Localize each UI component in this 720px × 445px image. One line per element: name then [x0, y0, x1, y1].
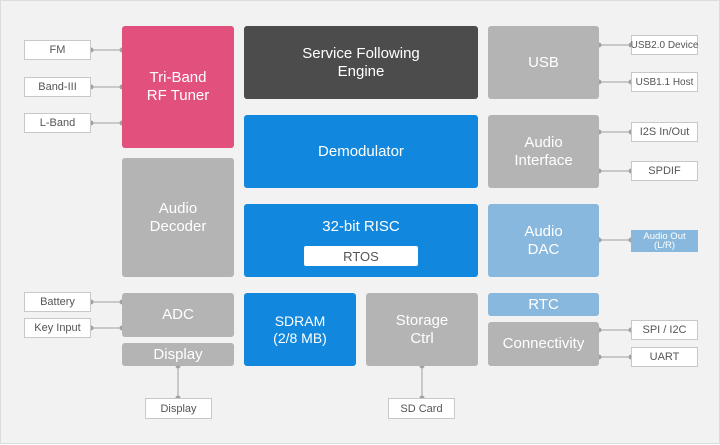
- port-usb2-device-label: USB2.0 Device: [630, 39, 699, 51]
- audio-interface-label: Audio Interface: [514, 133, 573, 169]
- usb-label: USB: [528, 53, 559, 71]
- port-spi-i2c: SPI / I2C: [631, 320, 698, 340]
- adc-label: ADC: [162, 306, 194, 323]
- service-following-engine-block: Service Following Engine: [244, 26, 478, 99]
- port-uart-label: UART: [649, 351, 680, 363]
- port-battery: Battery: [24, 292, 91, 312]
- audio-dac-label: Audio DAC: [524, 222, 563, 258]
- port-i2s-label: I2S In/Out: [639, 126, 690, 138]
- port-battery-label: Battery: [40, 296, 75, 308]
- audio-decoder-block: Audio Decoder: [122, 158, 234, 277]
- storage-ctrl-label: Storage Ctrl: [395, 311, 449, 347]
- rtc-label: RTC: [528, 295, 559, 313]
- rtos-box: RTOS: [304, 246, 418, 266]
- port-sd-card-label: SD Card: [400, 402, 443, 415]
- port-key-input-label: Key Input: [34, 322, 81, 334]
- service-following-engine-label: Service Following Engine: [302, 44, 420, 80]
- port-band-iii: Band-III: [24, 77, 91, 97]
- port-usb2-device: USB2.0 Device: [631, 35, 698, 55]
- display-block-label: Display: [153, 345, 203, 363]
- port-i2s: I2S In/Out: [631, 122, 698, 142]
- rtc-block: RTC: [488, 293, 599, 316]
- port-usb1-host-label: USB1.1 Host: [635, 76, 694, 88]
- display-block: Display: [122, 343, 234, 366]
- port-fm: FM: [24, 40, 91, 60]
- adc-block: ADC: [122, 293, 234, 337]
- port-fm-label: FM: [49, 44, 66, 56]
- connectivity-block: Connectivity: [488, 322, 599, 366]
- audio-decoder-label: Audio Decoder: [149, 199, 207, 235]
- port-usb1-host: USB1.1 Host: [631, 72, 698, 92]
- port-l-band: L-Band: [24, 113, 91, 133]
- storage-ctrl-block: Storage Ctrl: [366, 293, 478, 366]
- demodulator-label: Demodulator: [318, 142, 404, 160]
- connectivity-label: Connectivity: [502, 335, 585, 352]
- port-spdif: SPDIF: [631, 161, 698, 181]
- risc-block: 32-bit RISC: [244, 204, 478, 277]
- port-spdif-label: SPDIF: [648, 165, 681, 177]
- rf-tuner-block: Tri-Band RF Tuner: [122, 26, 234, 148]
- port-audio-out-label: Audio Out (L/R): [643, 230, 686, 251]
- audio-interface-block: Audio Interface: [488, 115, 599, 188]
- rf-tuner-label: Tri-Band RF Tuner: [146, 69, 210, 104]
- sdram-block: SDRAM (2/8 MB): [244, 293, 356, 366]
- port-l-band-label: L-Band: [39, 117, 76, 129]
- audio-dac-block: Audio DAC: [488, 204, 599, 277]
- port-key-input: Key Input: [24, 318, 91, 338]
- port-spi-i2c-label: SPI / I2C: [642, 324, 687, 336]
- port-uart: UART: [631, 347, 698, 367]
- port-display: Display: [145, 398, 212, 419]
- port-sd-card: SD Card: [388, 398, 455, 419]
- sdram-label: SDRAM (2/8 MB): [273, 312, 327, 346]
- port-display-label: Display: [160, 402, 197, 415]
- port-audio-out: Audio Out (L/R): [631, 230, 698, 252]
- demodulator-block: Demodulator: [244, 115, 478, 188]
- usb-block: USB: [488, 26, 599, 99]
- risc-label: 32-bit RISC: [322, 218, 400, 235]
- port-band-iii-label: Band-III: [38, 81, 77, 93]
- rtos-label: RTOS: [343, 248, 379, 264]
